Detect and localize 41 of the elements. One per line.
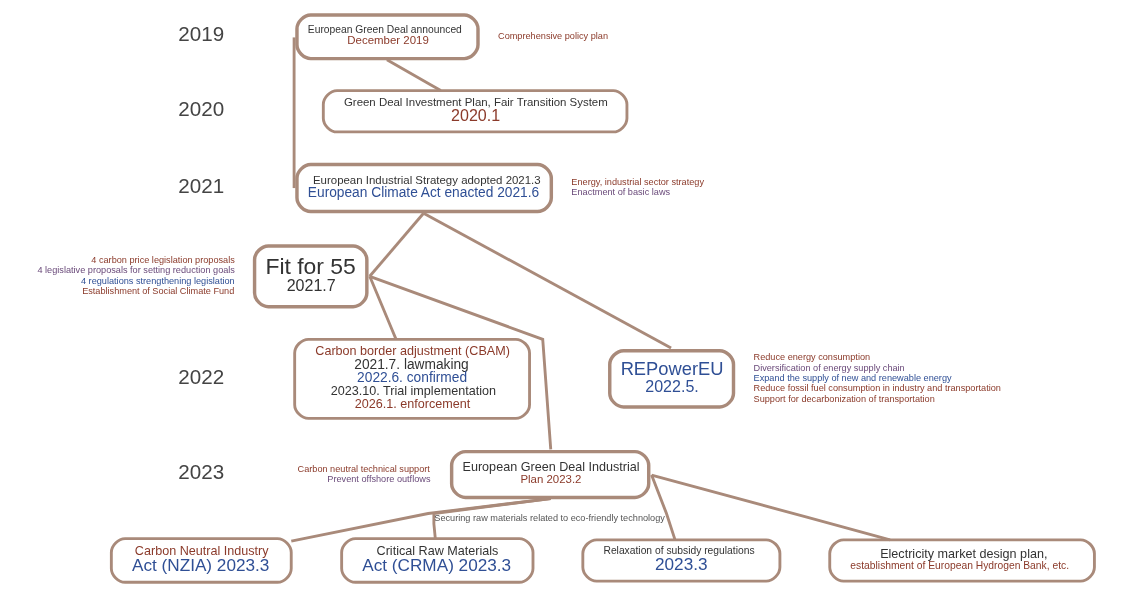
label: 2023 xyxy=(177,459,224,483)
node-box: Relaxation of subsidy regulations 2023.3 xyxy=(580,538,781,583)
node-label: Support for decarbonization of transportation xyxy=(753,393,935,404)
node-box: Carbon Neutral Industry Act (NZIA) 2023.3 xyxy=(109,537,293,584)
node-box: European Green Deal announced December 2019 xyxy=(294,13,480,61)
node-label: Reduce fossil fuel consumption in industry and transportation xyxy=(753,383,1001,394)
node-box: Critical Raw Materials Act (CRMA) 2023.3 xyxy=(339,537,534,584)
node-label: Comprehensive policy plan xyxy=(497,31,608,42)
node-box: European Industrial Strategy adopted 2021.3 European Climate Act enacted 2021.6 xyxy=(294,162,553,214)
connector xyxy=(422,212,672,350)
connector xyxy=(649,474,676,541)
node-label: Establishment of Social Climate Fund xyxy=(81,285,234,296)
node-box: Green Deal Investment Plan, Fair Transition System 2020.1 xyxy=(321,89,628,134)
connector xyxy=(368,274,552,450)
label: 2019 xyxy=(177,22,224,46)
connector xyxy=(385,58,441,92)
node-label: Diversification of energy supply chain xyxy=(753,362,905,373)
node-box: Electricity market design plan, establishment of European Hydrogen Bank, etc. xyxy=(827,538,1096,583)
node-label: Prevent offshore outflows xyxy=(326,473,430,484)
node-label: Expand the supply of new and renewable energy xyxy=(753,373,952,384)
label: 2020 xyxy=(177,97,224,121)
connector xyxy=(368,212,425,278)
node-box: REPowerEU 2022.5. xyxy=(607,349,735,409)
connector xyxy=(292,37,296,189)
node-label: 4 legislative proposals for setting reduction goals xyxy=(36,265,235,276)
node-label: 4 regulations strengthening legislation xyxy=(80,275,235,286)
node-label: 4 carbon price legislation proposals xyxy=(90,255,235,266)
node-box: Carbon border adjustment (CBAM) 2021.7. lawmaking 2022.6. confirmed 2023.10. Trial implementation 2026.1. enforcement xyxy=(292,337,531,420)
connector xyxy=(431,497,551,539)
connector xyxy=(367,275,397,340)
node-label: Enactment of basic laws xyxy=(570,187,670,198)
label: 2022 xyxy=(177,364,224,388)
node-label: Energy, industrial sector strategy xyxy=(570,177,704,188)
node-label: Reduce energy consumption xyxy=(753,352,870,363)
connector xyxy=(650,473,890,542)
node-box: European Green Deal Industrial Plan 2023.2 xyxy=(449,449,650,500)
node-box: Fit for 55 2021.7 xyxy=(252,244,369,309)
label: 2021 xyxy=(177,174,224,198)
connector xyxy=(290,497,551,543)
edge-label: Securing raw materials related to eco-friendly technology xyxy=(433,512,665,523)
node-label: Carbon neutral technical support xyxy=(297,463,430,474)
